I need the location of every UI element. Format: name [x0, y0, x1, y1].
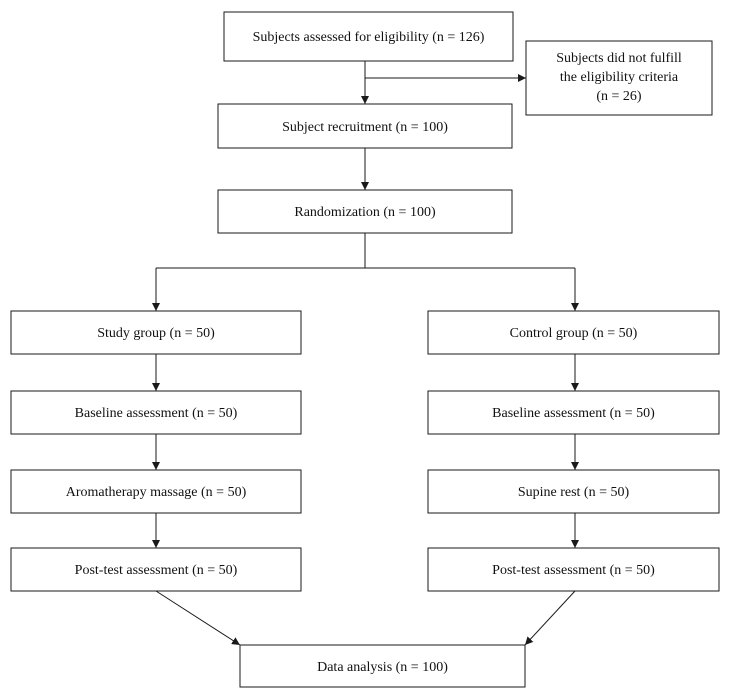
node-control-intervention-box	[427, 469, 720, 514]
node-study-posttest-box	[10, 547, 302, 592]
node-control-group: Control group (n = 50)	[427, 310, 720, 355]
node-excluded-box	[525, 40, 713, 116]
node-control-group-label: Control group (n = 50)	[510, 326, 638, 341]
node-study-group-label: Study group (n = 50)	[97, 326, 215, 341]
node-data-analysis-label: Data analysis (n = 100)	[317, 660, 448, 675]
edge-control-posttest-analysis	[524, 590, 576, 646]
node-control-intervention-label: Supine rest (n = 50)	[518, 485, 630, 500]
node-control-group-box	[427, 310, 720, 355]
edge-study-posttest-analysis	[155, 590, 241, 646]
node-eligibility: Subjects assessed for eligibility (n = 1…	[223, 11, 514, 62]
node-study-intervention-label: Aromatherapy massage (n = 50)	[66, 485, 247, 500]
node-study-posttest: Post-test assessment (n = 50)	[10, 547, 302, 592]
node-excluded-label-line-3: (n = 26)	[596, 89, 642, 104]
node-excluded: Subjects did not fulfill the eligibility…	[525, 40, 713, 116]
node-control-intervention: Supine rest (n = 50)	[427, 469, 720, 514]
node-randomization-label: Randomization (n = 100)	[294, 205, 436, 220]
node-control-posttest-label: Post-test assessment (n = 50)	[492, 563, 655, 578]
node-data-analysis-box	[239, 644, 526, 688]
node-study-baseline-label: Baseline assessment (n = 50)	[75, 406, 238, 421]
node-study-intervention-box	[10, 469, 302, 514]
node-control-baseline: Baseline assessment (n = 50)	[427, 390, 720, 435]
node-study-group: Study group (n = 50)	[10, 310, 302, 355]
node-study-intervention: Aromatherapy massage (n = 50)	[10, 469, 302, 514]
node-control-posttest-box	[427, 547, 720, 592]
connectors	[152, 61, 579, 646]
node-recruitment-label: Subject recruitment (n = 100)	[282, 120, 448, 135]
node-control-baseline-label: Baseline assessment (n = 50)	[492, 406, 655, 421]
node-study-baseline: Baseline assessment (n = 50)	[10, 390, 302, 435]
node-excluded-label-line-1: Subjects did not fulfill	[556, 51, 682, 66]
node-recruitment-box	[217, 103, 513, 149]
node-randomization: Randomization (n = 100)	[217, 189, 513, 234]
node-eligibility-label: Subjects assessed for eligibility (n = 1…	[253, 30, 485, 45]
node-excluded-label-line-2: the eligibility criteria	[560, 70, 679, 85]
node-control-posttest: Post-test assessment (n = 50)	[427, 547, 720, 592]
node-study-group-box	[10, 310, 302, 355]
node-data-analysis: Data analysis (n = 100)	[239, 644, 526, 688]
node-control-baseline-box	[427, 390, 720, 435]
node-study-baseline-box	[10, 390, 302, 435]
node-randomization-box	[217, 189, 513, 234]
node-study-posttest-label: Post-test assessment (n = 50)	[75, 563, 238, 578]
node-eligibility-box	[223, 11, 514, 62]
node-recruitment: Subject recruitment (n = 100)	[217, 103, 513, 149]
